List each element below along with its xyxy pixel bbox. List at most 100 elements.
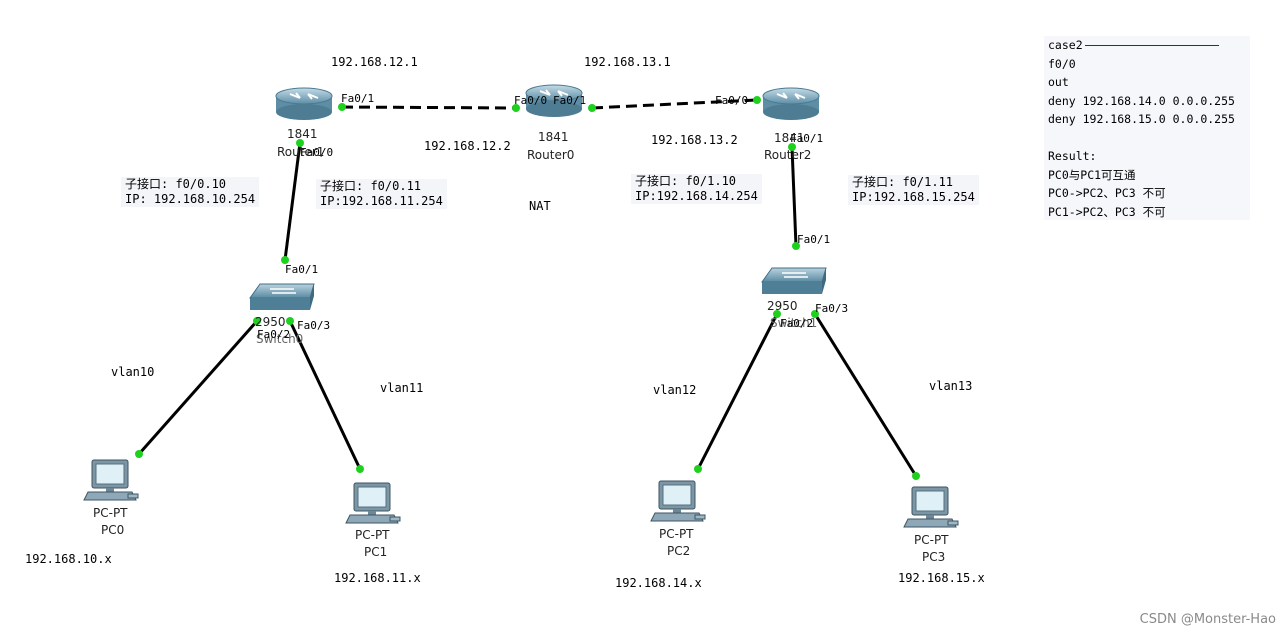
link-s0-pc0 [137,320,259,455]
notes-case: case2 [1044,36,1250,55]
nat-label: NAT [529,199,551,213]
notes-result-title: Result: [1048,149,1097,163]
pc-type: PC-PT [659,527,694,541]
ip-label: 192.168.12.1 [331,55,418,69]
router-model: 1841 [538,130,569,144]
notes-result: PC0与PC1可互通 [1048,167,1136,182]
notes-result: PC0->PC2、PC3 不可 [1048,186,1166,200]
pc-icon[interactable] [650,480,706,522]
port-dot [135,450,143,458]
pc-network: 192.168.15.x [898,571,985,585]
port-label: Fa0/1 [285,263,319,276]
port-label: Fa0/2 [257,328,291,341]
port-label: Fa0/1 [790,132,824,145]
pc-name: PC1 [364,545,388,559]
vlan-label: vlan11 [380,381,424,395]
pc-type: PC-PT [93,506,128,520]
port-dot [811,310,819,318]
subif-box: 子接口: f0/1.11 IP:192.168.15.254 [848,175,979,205]
port-label: Fa0/0 [300,146,334,159]
subif-name: 子接口: f0/1.11 [852,175,954,189]
port-dot [694,465,702,473]
port-label: Fa0/0 [514,94,548,107]
router-icon[interactable] [275,87,333,120]
subif-box: 子接口: f0/0.11 IP:192.168.11.254 [316,179,447,209]
switch-name: Switch0 [256,332,304,346]
port-label: Fa0/1 [553,94,587,107]
vlan-label: vlan10 [111,365,155,379]
port-dot [788,143,796,151]
pc-network: 192.168.10.x [25,552,112,566]
subif-ip: IP: 192.168.10.254 [125,192,256,206]
pc-icon[interactable] [345,482,401,524]
vlan-label: vlan12 [653,383,697,397]
port-label: Fa0/0 [715,94,749,107]
port-dot [753,96,761,104]
pc-type: PC-PT [355,528,390,542]
notes-acl-rule: deny 192.168.14.0 0.0.0.255 [1048,93,1235,108]
port-label: Fa0/1 [341,92,375,105]
vlan-label: vlan13 [929,379,973,393]
subif-ip: IP:192.168.11.254 [320,194,443,208]
port-dot [296,139,304,147]
notes-spacer [1044,129,1250,148]
router-name: Router0 [527,148,575,162]
port-label: Fa0/3 [815,302,849,315]
port-dot [253,317,261,325]
port-dot [773,310,781,318]
ip-label: 192.168.13.2 [651,133,738,147]
pc-name: PC2 [667,544,691,558]
subif-box: 子接口: f0/0.10 IP: 192.168.10.254 [121,177,260,207]
switch-model: 2950 [255,315,286,329]
link-r1-s0 [283,142,302,261]
pc-type: PC-PT [914,533,949,547]
router-name: Router2 [764,148,812,162]
subif-name: 子接口: f0/0.10 [125,177,227,191]
pc-name: PC0 [101,523,125,537]
port-label: Fa0/1 [797,233,831,246]
link-s0-pc1 [288,320,362,470]
pc-network: 192.168.11.x [334,571,421,585]
link-s1-pc3 [813,313,918,477]
link-r1-r0 [341,105,517,110]
notes-result: PC1->PC2、PC3 不可 [1048,204,1166,219]
pc-name: PC3 [922,550,946,564]
router-model: 1841 [774,131,805,145]
port-dot [792,242,800,250]
pc-icon[interactable] [83,459,139,501]
subif-name: 子接口: f0/1.10 [635,174,737,188]
port-dot [356,465,364,473]
switch-icon[interactable] [761,267,827,294]
notes-direction: out [1048,75,1069,89]
port-dot [912,472,920,480]
link-r2-s1 [790,146,798,247]
notes-panel: case2 f0/0 out deny 192.168.14.0 0.0.0.2… [1044,36,1250,220]
port-dot [588,104,596,112]
subif-name: 子接口: f0/0.11 [320,179,422,193]
port-dot [512,104,520,112]
router-icon[interactable] [525,84,583,117]
link-r0-r2 [591,98,758,110]
subif-ip: IP:192.168.14.254 [635,189,758,203]
router-icon[interactable] [762,87,820,120]
pc-network: 192.168.14.x [615,576,702,590]
port-label: Fa0/2 [780,317,814,330]
watermark: CSDN @Monster-Hao [1139,612,1276,627]
notes-case-label: case2 [1048,38,1083,52]
switch-icon[interactable] [249,283,315,310]
port-dot [281,256,289,264]
router-name: Router1 [277,145,325,159]
subif-ip: IP:192.168.15.254 [852,190,975,204]
ip-label: 192.168.13.1 [584,55,671,69]
pc-icon[interactable] [903,486,959,528]
notes-acl-rule: deny 192.168.15.0 0.0.0.255 [1048,112,1235,126]
switch-name: Switch1 [770,316,818,330]
port-label: Fa0/3 [297,319,331,332]
switch-model: 2950 [767,299,798,313]
link-s1-pc2 [696,313,779,470]
notes-iface: f0/0 [1048,56,1076,71]
port-dot [338,103,346,111]
router-model: 1841 [287,127,318,141]
port-dot [286,317,294,325]
subif-box: 子接口: f0/1.10 IP:192.168.14.254 [631,174,762,204]
